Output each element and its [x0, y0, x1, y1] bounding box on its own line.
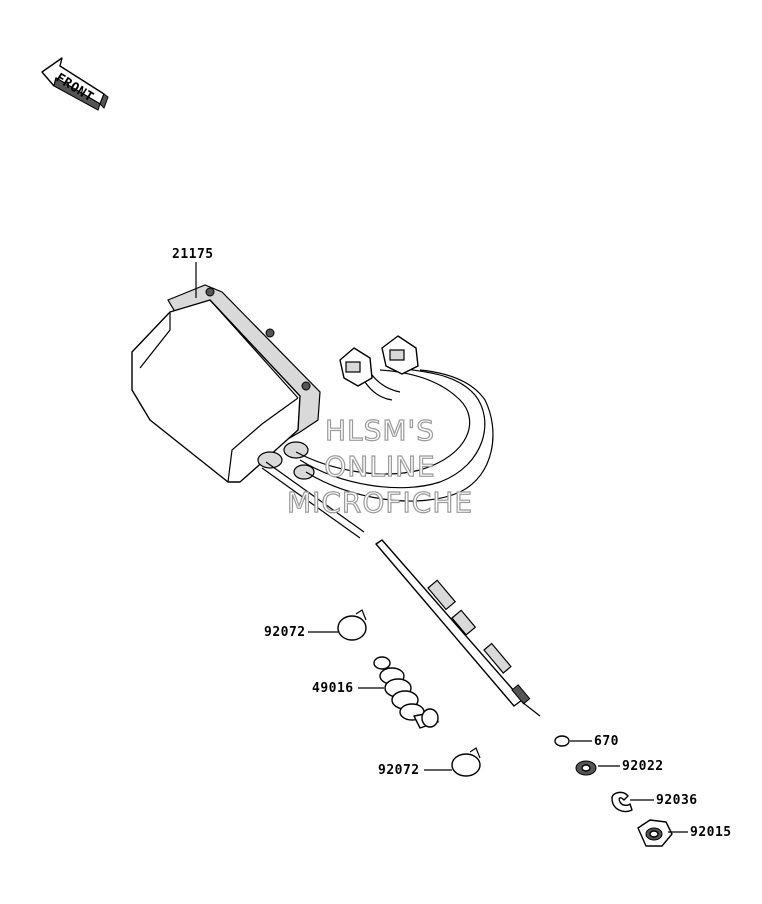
nut-icon	[637, 819, 673, 847]
connector-icon	[381, 335, 419, 375]
connector-icon	[339, 347, 373, 387]
servo-unit-icon	[131, 284, 321, 483]
watermark-line-2: ONLINE	[324, 450, 435, 483]
clamp-lower-icon	[451, 747, 481, 777]
circlip-icon	[611, 791, 633, 813]
washer-icon	[575, 760, 597, 776]
callout-boot[interactable]: 49016	[312, 681, 354, 696]
clamp-upper-icon	[337, 609, 367, 641]
leader-lines	[195, 262, 688, 833]
watermark-line-3: MICROFICHE	[287, 486, 473, 519]
watermark: HLSM'S ONLINE MICROFICHE	[286, 413, 473, 519]
watermark-line-1: HLSM'S	[325, 414, 435, 447]
front-arrow-icon: FRONT	[41, 57, 109, 111]
callout-washer[interactable]: 92022	[622, 759, 664, 774]
callout-o-ring[interactable]: 670	[594, 734, 619, 749]
cable-icon	[375, 539, 541, 717]
callout-clamp-upper[interactable]: 92072	[264, 625, 306, 640]
callout-nut[interactable]: 92015	[690, 825, 732, 840]
callout-circlip[interactable]: 92036	[656, 793, 698, 808]
boot-icon	[373, 656, 439, 729]
callout-clamp-lower[interactable]: 92072	[378, 763, 420, 778]
harness-wires-icon	[261, 335, 494, 539]
callout-servo-unit[interactable]: 21175	[172, 247, 214, 262]
o-ring-icon	[554, 735, 570, 747]
